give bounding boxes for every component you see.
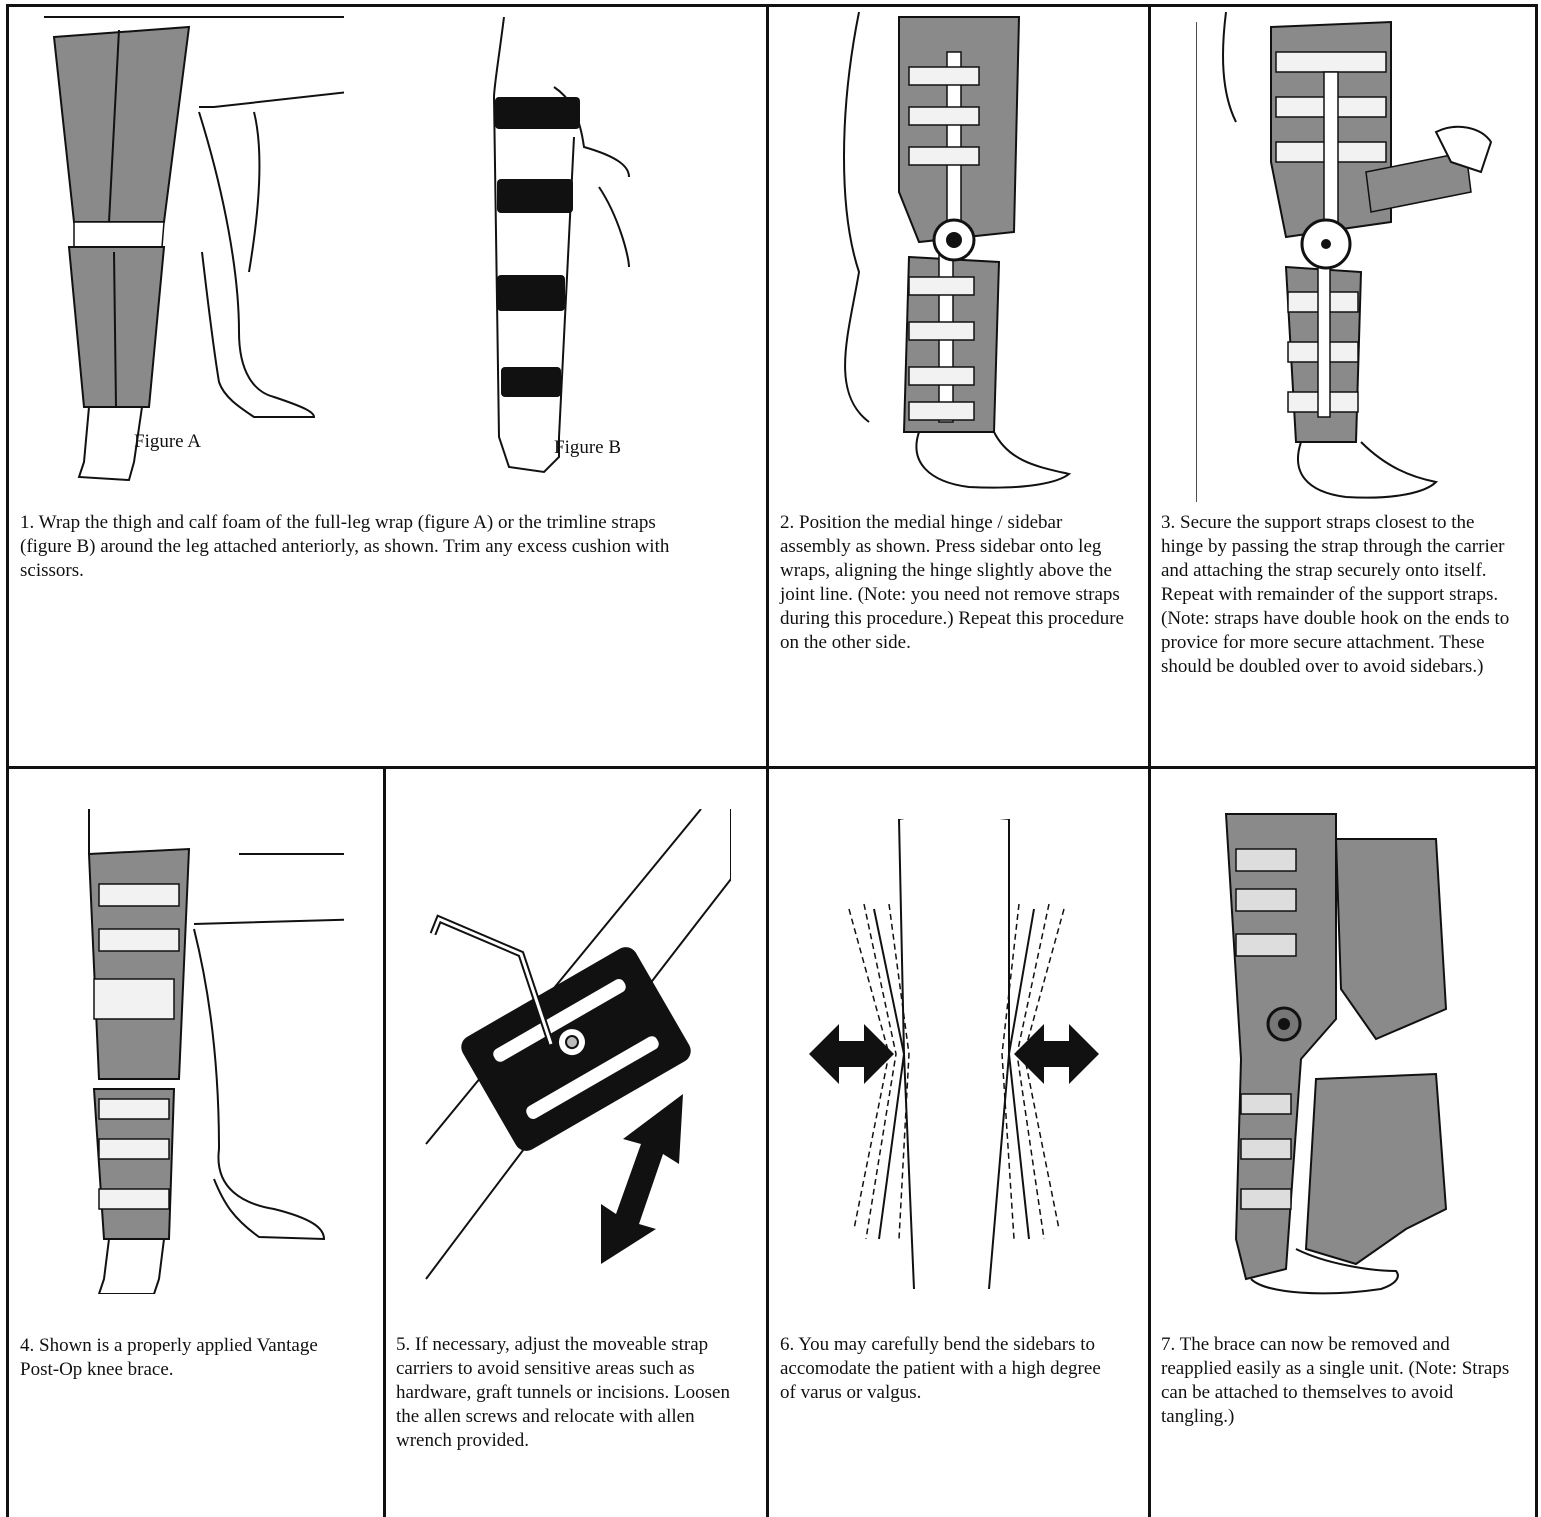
step-5-caption: 5. If necessary, adjust the moveable str… xyxy=(396,1333,751,1453)
step-1-caption: 1. Wrap the thigh and calf foam of the f… xyxy=(20,511,710,583)
step-4-caption: 4. Shown is a properly applied Vantage P… xyxy=(20,1334,360,1382)
step-4-illustration xyxy=(44,809,344,1294)
step-5-cell: 5. If necessary, adjust the moveable str… xyxy=(386,769,766,1517)
step-6-cell: 6. You may carefully bend the sidebars t… xyxy=(769,769,1148,1517)
step-2-illustration xyxy=(799,12,1099,497)
figure-b-illustration xyxy=(479,17,639,477)
step-2-cell: 2. Position the medial hinge / sidebar a… xyxy=(769,7,1148,766)
figure-a-illustration xyxy=(24,12,344,497)
step-7-caption: 7. The brace can now be removed and reap… xyxy=(1161,1333,1516,1429)
step-1-cell: Figure A Figure B 1. Wrap the thigh and … xyxy=(9,7,766,766)
figure-b-label: Figure B xyxy=(554,437,621,459)
figure-a-label: Figure A xyxy=(134,431,201,453)
step-4-cell: 4. Shown is a properly applied Vantage P… xyxy=(9,769,383,1517)
step-7-cell: 7. The brace can now be removed and reap… xyxy=(1151,769,1535,1517)
step-3-illustration xyxy=(1196,12,1506,502)
step-3-caption: 3. Secure the support straps closest to … xyxy=(1161,511,1521,679)
step-5-illustration xyxy=(411,809,731,1289)
step-6-illustration xyxy=(804,819,1114,1289)
step-6-caption: 6. You may carefully bend the sidebars t… xyxy=(780,1333,1120,1405)
step-3-cell: 3. Secure the support straps closest to … xyxy=(1151,7,1535,766)
step-2-caption: 2. Position the medial hinge / sidebar a… xyxy=(780,511,1125,655)
step-7-illustration xyxy=(1206,809,1506,1299)
